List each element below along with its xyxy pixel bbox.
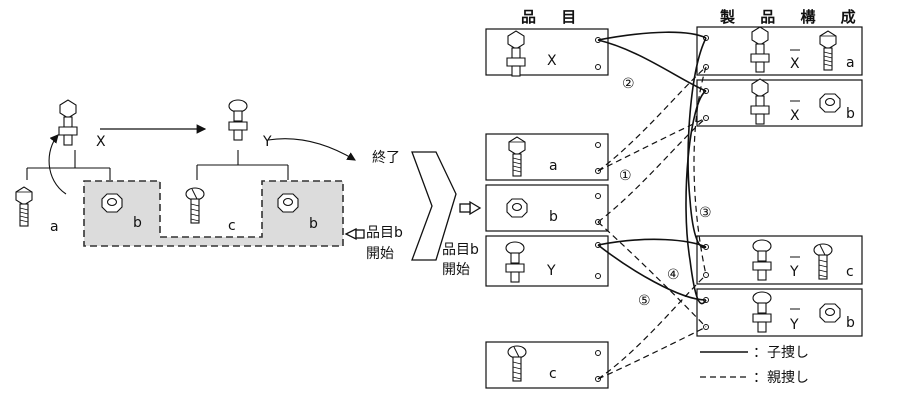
tree-panel: X Y 終了 a b c b 品目b 開始 bbox=[15, 99, 403, 262]
part-a-bolt-icon bbox=[15, 186, 33, 227]
item-card-c: c bbox=[485, 341, 609, 389]
product-x-icon bbox=[58, 99, 78, 146]
svg-text:b: b bbox=[549, 209, 558, 225]
structure-card-x-a: X a bbox=[696, 26, 863, 76]
svg-text:a: a bbox=[846, 55, 855, 71]
arrow-label-2: 開始 bbox=[442, 262, 470, 278]
svg-text:X: X bbox=[547, 53, 557, 69]
connections bbox=[597, 31, 707, 380]
part-a-label: a bbox=[50, 219, 59, 235]
root-label: X bbox=[96, 134, 106, 150]
legend-dashed-label: ：親捜し bbox=[753, 370, 809, 386]
step-2: ② bbox=[622, 76, 635, 92]
svg-text:X: X bbox=[790, 108, 800, 124]
part-c-label: c bbox=[228, 218, 236, 234]
svg-text:X: X bbox=[790, 56, 800, 72]
transition-arrow: 品目b 開始 bbox=[411, 151, 482, 278]
svg-text:Y: Y bbox=[546, 263, 556, 279]
step-5: ⑤ bbox=[638, 293, 651, 309]
start-label-2: 開始 bbox=[366, 246, 394, 262]
structure-header: 製 品 構 成 bbox=[719, 8, 866, 26]
item-card-a: a bbox=[485, 133, 609, 181]
part-b1-nut-icon bbox=[101, 193, 123, 213]
svg-text:c: c bbox=[549, 366, 557, 382]
start-label-1: 品目b bbox=[366, 225, 403, 241]
svg-text:Y: Y bbox=[789, 317, 799, 333]
item-card-x: X bbox=[485, 28, 609, 77]
svg-text:a: a bbox=[549, 158, 558, 174]
svg-text:c: c bbox=[846, 264, 854, 280]
arrow-label-1: 品目b bbox=[442, 242, 479, 258]
part-b2-label: b bbox=[309, 216, 318, 232]
legend-solid-label: ：子捜し bbox=[753, 345, 809, 361]
item-card-b: b bbox=[485, 184, 609, 232]
part-b1-label: b bbox=[133, 215, 142, 231]
part-c-screw-icon bbox=[185, 187, 205, 224]
legend: ：子捜し ：親捜し bbox=[700, 345, 809, 386]
part-b2-nut-icon bbox=[277, 193, 299, 213]
items-header: 品 目 bbox=[521, 8, 586, 26]
svg-text:Y: Y bbox=[789, 264, 799, 280]
end-label: 終了 bbox=[372, 150, 400, 166]
svg-text:b: b bbox=[846, 106, 855, 122]
step-3: ③ bbox=[699, 205, 712, 221]
product-y-icon bbox=[228, 99, 248, 141]
item-card-y: Y bbox=[485, 235, 609, 287]
structure-card-y-b: Y b bbox=[696, 288, 863, 337]
step-4: ④ bbox=[667, 267, 680, 283]
step-1: ① bbox=[619, 168, 632, 184]
structure-card-y-c: Y c bbox=[696, 235, 863, 285]
svg-text:b: b bbox=[846, 315, 855, 331]
structure-card-x-b: X b bbox=[696, 78, 863, 127]
sub-label: Y bbox=[262, 134, 272, 150]
